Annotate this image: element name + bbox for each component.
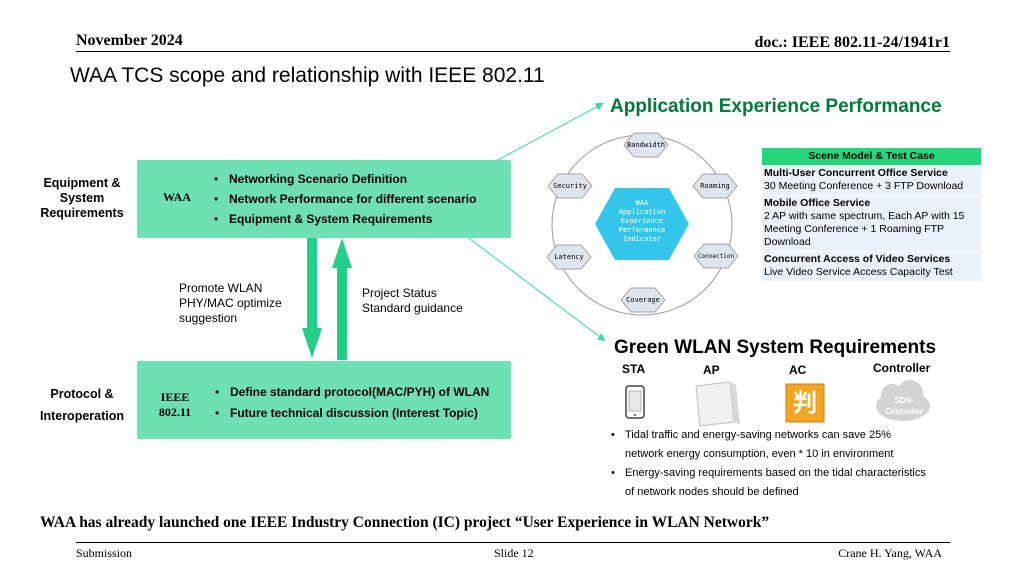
protocol-interoperation-label: Protocol & Interoperation: [39, 387, 125, 423]
node-label-security: Security: [553, 182, 587, 190]
node-label-connection: Connection: [697, 253, 735, 260]
cloud-icon: [876, 380, 930, 421]
device-label-ac: AC: [789, 363, 807, 377]
connector-to-green-wlan: [449, 223, 606, 342]
node-label-roaming: Roaming: [700, 182, 730, 190]
scene-row-2: Mobile Office Service 2 AP with same spe…: [762, 196, 981, 251]
up-arrow: [332, 238, 352, 360]
node-hex-roaming: [692, 173, 738, 199]
scene-row-3: Concurrent Access of Video Services Live…: [762, 252, 981, 281]
waa-tag: WAA: [162, 190, 191, 204]
sta-phone-icon: [625, 385, 645, 419]
ap-device-icon: [695, 381, 740, 427]
scene-row-1: Multi-User Concurrent Office Service 30 …: [762, 166, 981, 195]
down-arrow: [302, 238, 322, 358]
center-hex-label: WAA Application Experience Performance I…: [618, 199, 666, 243]
device-label-ap: AP: [703, 363, 720, 377]
green-wlan-title: Green WLAN System Requirements: [614, 337, 937, 358]
ic-project-note: WAA has already launched one IEEE Indust…: [40, 514, 770, 531]
footer-author: Crane H. Yang, WAA: [838, 546, 942, 560]
equipment-requirements-label: Equipment & System Requirements: [40, 176, 124, 220]
footer-rule: [76, 542, 950, 543]
waa-bullet-1: Networking Scenario Definition: [214, 172, 407, 186]
device-label-sta: STA: [622, 362, 646, 376]
node-label-latency: Latency: [554, 253, 584, 261]
cloud-label: SDN- Controller: [884, 396, 924, 416]
footer-submission: Submission: [76, 546, 133, 560]
node-hex-security: [547, 173, 593, 199]
header-rule: [76, 51, 950, 52]
ieee-tag: IEEE 802.11: [158, 390, 192, 419]
node-label-coverage: Coverage: [626, 296, 660, 304]
ac-glyph: 判: [793, 389, 817, 417]
page-title: WAA TCS scope and relationship with IEEE…: [70, 64, 545, 87]
device-label-controller: Controller: [873, 361, 931, 375]
header-doc-id: doc.: IEEE 802.11-24/1941r1: [754, 34, 950, 51]
scene-table-header: Scene Model & Test Case: [762, 148, 981, 165]
promote-wlan-label: Promote WLAN PHY/MAC optimize suggestion: [179, 281, 282, 325]
ieee-scope-box: [137, 361, 511, 439]
node-hex-connection: [693, 243, 739, 269]
waa-bullet-2: Network Performance for different scenar…: [214, 192, 476, 206]
green-bullet-1: Tidal traffic and energy-saving networks…: [611, 426, 893, 464]
app-experience-title: Application Experience Performance: [610, 96, 942, 117]
footer-slide-number: Slide 12: [494, 546, 534, 560]
node-label-bandwidth: Bandwidth: [627, 141, 665, 149]
ac-device-icon: [785, 383, 825, 423]
project-status-label: Project Status Standard guidance: [362, 286, 463, 315]
node-hex-latency: [546, 244, 592, 270]
green-bullet-2: Energy-saving requirements based on the …: [611, 464, 926, 502]
node-hex-coverage: [620, 287, 666, 313]
ieee-bullet-2: Future technical discussion (Interest To…: [215, 406, 478, 420]
ieee-bullet-1: Define standard protocol(MAC/PYH) of WLA…: [215, 385, 489, 399]
node-hex-bandwidth: [623, 132, 669, 158]
header-date: November 2024: [76, 32, 183, 49]
waa-bullet-3: Equipment & System Requirements: [214, 212, 432, 226]
center-hexagon: [595, 188, 689, 260]
